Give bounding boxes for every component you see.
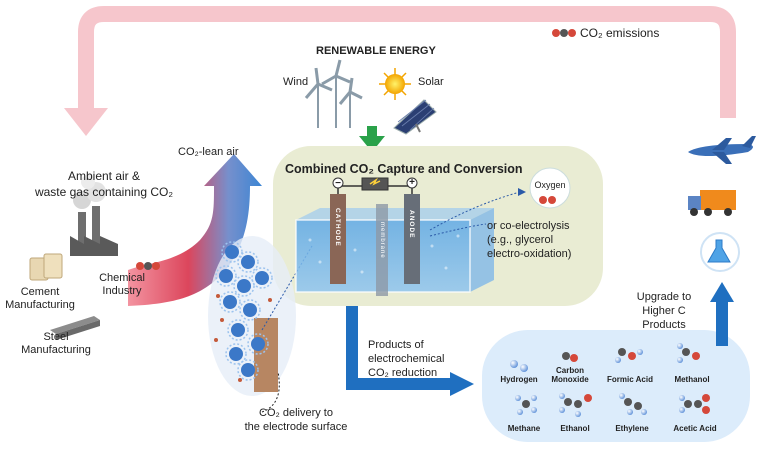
capture-title: Combined CO₂ Capture and Conversion: [285, 162, 523, 176]
formic-acid-molecule: [615, 348, 643, 363]
membrane-label: membrane: [379, 222, 385, 259]
renewable-energy-title: RENEWABLE ENERGY: [316, 45, 436, 57]
gas-flow-arrow: [128, 154, 262, 306]
upgrade-label: Upgrade to Higher C Products: [636, 291, 692, 331]
minus-terminal: −: [335, 178, 341, 189]
methanol-molecule: [677, 343, 700, 363]
wind-turbine-icon: [304, 59, 363, 128]
ethanol-molecule: [559, 393, 592, 417]
acetic-acid-molecule: [679, 394, 710, 414]
product-molecules: [510, 343, 710, 417]
emissions-loop-arrow: [64, 6, 736, 136]
chemical-industry-label: Chemical Industry: [99, 272, 145, 297]
wind-label: Wind: [283, 76, 309, 88]
coelectrolysis-label: or co-electrolysis (e.g., glycerol elect…: [487, 220, 572, 260]
cement-manufacturing-label: Cement Manufacturing: [5, 286, 75, 311]
flask-icon: [700, 232, 740, 272]
hydrogen-molecule: [510, 360, 528, 372]
co2-lean-air-label: CO₂-lean air: [178, 146, 239, 158]
upgrade-arrow: [710, 282, 734, 346]
ambient-air-label: Ambient air & waste gas containing CO₂: [34, 169, 174, 199]
solar-panel-icon: [393, 99, 437, 135]
electrolysis-cell: [295, 177, 526, 296]
solar-label: Solar: [418, 76, 444, 88]
products-panel: [482, 330, 750, 442]
co2-delivery-label: CO₂ delivery to the electrode surface: [244, 407, 348, 433]
product-label-hydrogen: Hydrogen: [500, 375, 538, 384]
product-label-formic-acid: Formic Acid: [607, 375, 653, 384]
product-label-ethylene: Ethylene: [615, 424, 649, 433]
methane-molecule: [515, 395, 537, 415]
truck-icon: [688, 190, 736, 216]
steel-beam-icon: [50, 316, 100, 340]
anode-label: ANODE: [408, 210, 415, 239]
plus-terminal: +: [409, 177, 415, 188]
products-of-reduction-label: Products of electrochemical CO₂ reductio…: [368, 339, 445, 379]
product-label-ethanol: Ethanol: [560, 424, 590, 433]
sun-icon: [379, 68, 411, 100]
oxygen-label: Oxygen: [534, 180, 566, 190]
co2-emissions-label: CO₂ emissions: [580, 26, 660, 40]
cement-bags-icon: [29, 253, 63, 281]
product-label-methanol: Methanol: [674, 375, 710, 384]
factory-icon: [70, 175, 118, 256]
energy-input-arrow: [359, 126, 385, 152]
ethylene-molecule: [619, 393, 647, 415]
oxygen-bubble: [529, 167, 571, 209]
products-flow-arrow: [346, 306, 474, 396]
product-label-acetic-acid: Acetic Acid: [673, 424, 717, 433]
carbon-monoxide-molecule: [562, 352, 578, 362]
steel-manufacturing-label: Steel Manufacturing: [21, 331, 91, 356]
product-label-methane: Methane: [507, 424, 541, 433]
airplane-icon: [688, 136, 756, 164]
electrode-closeup: [208, 236, 313, 413]
cathode-label: CATHODE: [334, 208, 341, 247]
